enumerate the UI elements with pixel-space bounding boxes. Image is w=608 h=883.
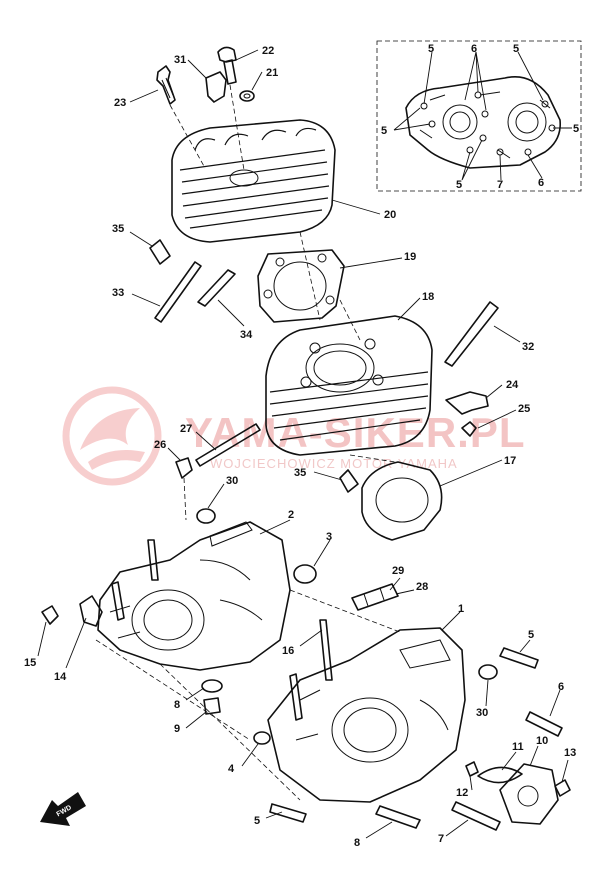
callout-30-left: 30 (226, 475, 238, 487)
callout-25: 25 (518, 403, 530, 415)
callout-11: 11 (512, 741, 524, 753)
leader-lines (37, 49, 569, 839)
head-gasket (257, 249, 345, 323)
callout-17: 17 (504, 455, 516, 467)
inset-callout-5-bottom: 5 (456, 179, 462, 191)
bolt-15 (41, 605, 59, 625)
callout-12: 12 (456, 787, 468, 799)
callout-13: 13 (564, 747, 576, 759)
dowel-tubes (149, 239, 499, 493)
callout-1: 1 (458, 603, 464, 615)
callout-28: 28 (416, 581, 428, 593)
callout-34: 34 (240, 329, 253, 341)
callout-6: 6 (558, 681, 564, 693)
left-crankcase (79, 521, 291, 671)
callout-20: 20 (384, 209, 396, 221)
callout-numbers: 22 31 21 23 20 35 19 33 18 34 32 24 25 2… (24, 45, 576, 849)
watermark-title: YAMA-SIKER.PL (185, 409, 526, 456)
callout-8-left: 8 (174, 699, 180, 711)
watermark-subtitle: WOJCIECHOWICZ MOTOR YAMAHA (210, 456, 458, 471)
bearing-cover (465, 761, 571, 825)
callout-29: 29 (392, 565, 404, 577)
stud-27 (175, 423, 261, 521)
dowel-3 (293, 564, 317, 584)
base-gasket (361, 461, 443, 541)
callout-16: 16 (282, 645, 294, 657)
inset-callout-5-top-right: 5 (513, 43, 519, 55)
head-fasteners (156, 46, 255, 171)
callout-23: 23 (114, 97, 126, 109)
inset-callout-5-right: 5 (573, 123, 579, 135)
callout-22: 22 (262, 45, 274, 57)
drain-plug (201, 679, 223, 715)
callout-30-right: 30 (476, 707, 488, 719)
watermark-logo-icon (62, 386, 162, 486)
callout-31: 31 (174, 54, 186, 66)
callout-3: 3 (326, 531, 332, 543)
callout-4: 4 (228, 763, 235, 775)
inset-callout-7: 7 (497, 179, 503, 191)
right-bolts (269, 647, 563, 831)
bushing-30-right (478, 664, 498, 680)
crankcase-inset: 5 6 5 5 5 5 7 6 (376, 40, 582, 192)
callout-8-bottom: 8 (354, 837, 360, 849)
callout-14: 14 (54, 671, 67, 683)
callout-27: 27 (180, 423, 192, 435)
callout-24: 24 (506, 379, 519, 391)
callout-5-right: 5 (528, 629, 534, 641)
callout-32: 32 (522, 341, 534, 353)
callout-15: 15 (24, 657, 36, 669)
callout-26: 26 (154, 439, 166, 451)
callout-18: 18 (422, 291, 434, 303)
cylinder-block (265, 315, 433, 456)
callout-5-bottom: 5 (254, 815, 260, 827)
callout-10: 10 (536, 735, 548, 747)
inset-callout-6-bottom: 6 (538, 177, 544, 189)
callout-33: 33 (112, 287, 124, 299)
callout-19: 19 (404, 251, 416, 263)
callout-2: 2 (288, 509, 294, 521)
callout-21: 21 (266, 67, 278, 79)
callout-35-top: 35 (112, 223, 124, 235)
dowel-4 (253, 731, 271, 745)
forward-marker: FWD (40, 792, 86, 826)
forward-arrow-icon (40, 792, 86, 826)
inset-callout-6-top: 6 (471, 43, 477, 55)
callout-7: 7 (438, 833, 444, 845)
inset-callout-5-left: 5 (381, 125, 387, 137)
callout-35-bottom: 35 (294, 467, 306, 479)
right-crankcase (267, 619, 466, 803)
bracket-24 (445, 391, 489, 437)
inset-callout-5-top: 5 (428, 43, 434, 55)
callout-9: 9 (174, 723, 180, 735)
cylinder-head (171, 119, 336, 243)
bushing-30 (196, 508, 216, 524)
shaft-28-29 (351, 583, 399, 611)
